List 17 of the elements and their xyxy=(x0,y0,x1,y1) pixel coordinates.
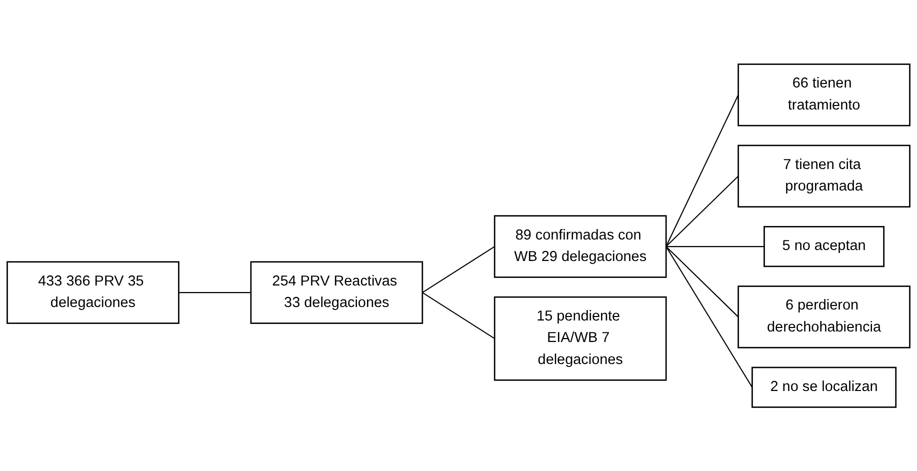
node-box: 89 confirmadas con WB 29 delegaciones xyxy=(494,214,667,278)
connector xyxy=(666,246,753,388)
node-box: 15 pendiente EIA/WB 7 delegaciones xyxy=(494,296,667,381)
node-box: 254 PRV Reactivas 33 delegaciones xyxy=(250,261,424,324)
node-box: 7 tienen cita programada xyxy=(738,144,910,208)
node-box: 433 366 PRV 35 delegaciones xyxy=(6,261,180,324)
connector xyxy=(666,176,739,247)
connector xyxy=(666,94,739,247)
connector xyxy=(422,246,495,293)
connector xyxy=(666,246,764,247)
node-box: 2 no se localizan xyxy=(752,366,897,408)
connector xyxy=(422,292,495,339)
connector xyxy=(178,292,251,293)
node-box: 66 tienen tratamiento xyxy=(738,63,910,126)
connector xyxy=(666,246,739,318)
node-box: 6 perdieron derechohabiencia xyxy=(738,285,910,348)
node-box: 5 no aceptan xyxy=(764,226,885,267)
